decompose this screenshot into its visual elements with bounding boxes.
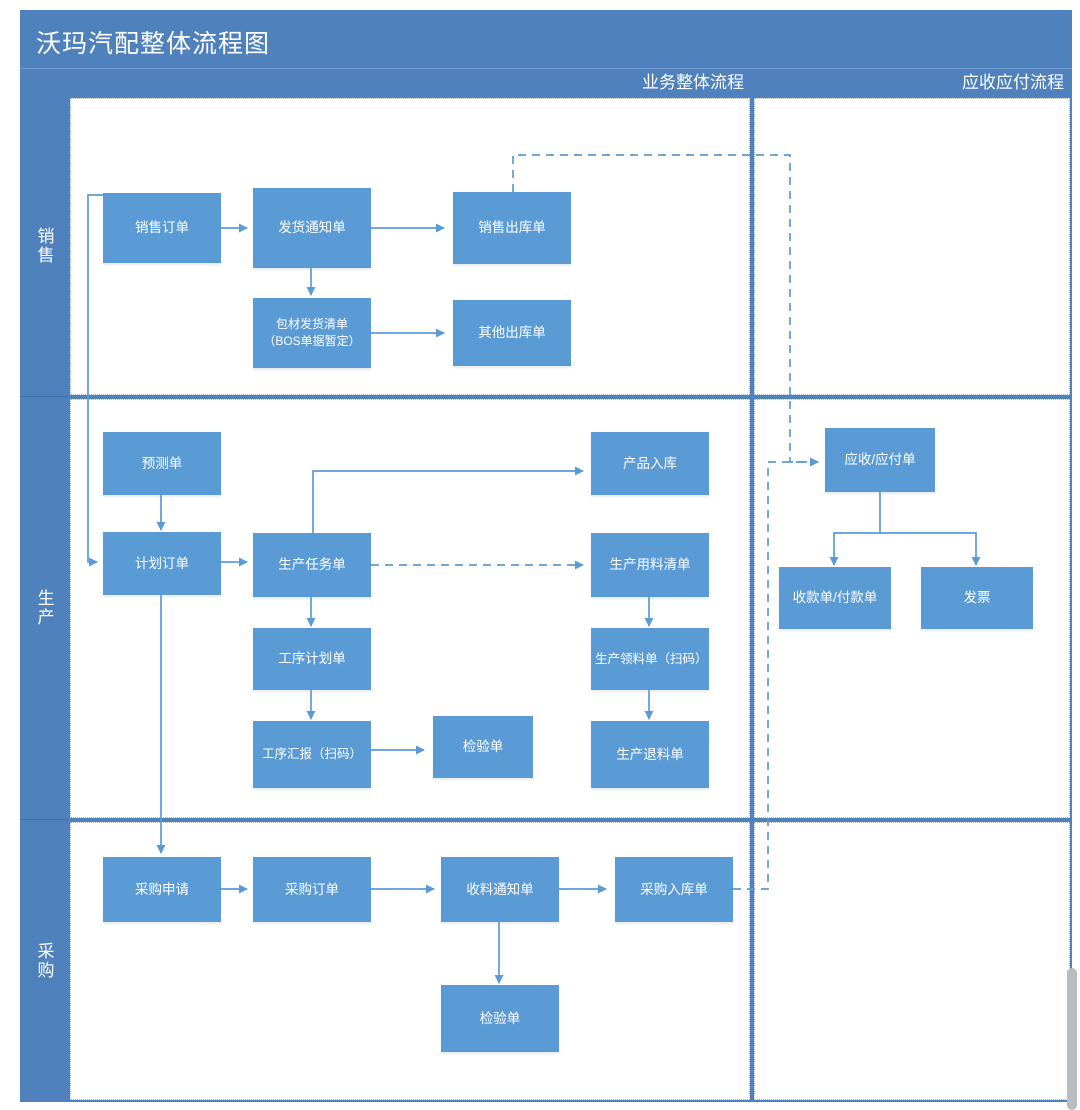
- node-purchase-request[interactable]: 采购申请: [103, 857, 221, 922]
- vertical-scrollbar-track[interactable]: [1066, 96, 1078, 1110]
- vertical-scrollbar-thumb[interactable]: [1067, 968, 1077, 1110]
- node-sales-order[interactable]: 销售订单: [103, 193, 221, 263]
- node-production-task[interactable]: 生产任务单: [253, 533, 371, 597]
- node-other-outbound[interactable]: 其他出库单: [453, 300, 571, 366]
- node-invoice[interactable]: 发票: [921, 567, 1033, 629]
- lane-divider-production-purchasing: [68, 820, 1072, 821]
- node-purchase-order[interactable]: 采购订单: [253, 857, 371, 922]
- pane-purchasing-arap: [754, 822, 1070, 1100]
- node-process-report[interactable]: 工序汇报（扫码）: [253, 721, 371, 788]
- node-product-inbound[interactable]: 产品入库: [591, 432, 709, 495]
- node-forecast-order[interactable]: 预测单: [103, 432, 221, 495]
- node-material-issue[interactable]: 生产领料单（扫码）: [591, 628, 709, 690]
- node-plan-order[interactable]: 计划订单: [103, 532, 221, 595]
- node-process-plan[interactable]: 工序计划单: [253, 628, 371, 690]
- lane-label-purchasing: 采购: [20, 820, 68, 1102]
- node-production-bom[interactable]: 生产用料清单: [591, 533, 709, 597]
- lane-label-production: 生产: [20, 397, 68, 820]
- node-receipt-notice[interactable]: 收料通知单: [441, 857, 559, 922]
- node-purchase-inbound[interactable]: 采购入库单: [615, 857, 733, 922]
- lane-divider-sales-production: [68, 397, 1072, 398]
- node-delivery-notice[interactable]: 发货通知单: [253, 188, 371, 268]
- column-header-business: 业务整体流程: [642, 73, 744, 92]
- column-header-arap: 应收应付流程: [962, 73, 1064, 92]
- page-title: 沃玛汽配整体流程图: [36, 30, 271, 58]
- node-packing-list[interactable]: 包材发货清单 （BOS单据暂定）: [253, 298, 371, 368]
- lane-label-production-text: 生产: [34, 589, 54, 627]
- node-material-return[interactable]: 生产退料单: [591, 721, 709, 788]
- node-sales-outbound[interactable]: 销售出库单: [453, 192, 571, 264]
- lane-label-sales-text: 销售: [34, 227, 54, 265]
- lane-label-sales: 销售: [20, 96, 68, 397]
- node-inspection-purch[interactable]: 检验单: [441, 985, 559, 1052]
- pane-sales-arap: [754, 98, 1070, 395]
- title-divider: [20, 68, 1072, 69]
- node-ar-ap[interactable]: 应收/应付单: [825, 428, 935, 492]
- node-receipt-payment[interactable]: 收款单/付款单: [779, 567, 891, 629]
- node-inspection-prod[interactable]: 检验单: [433, 716, 533, 778]
- lane-label-purchasing-text: 采购: [34, 942, 54, 980]
- column-divider: [752, 96, 753, 1102]
